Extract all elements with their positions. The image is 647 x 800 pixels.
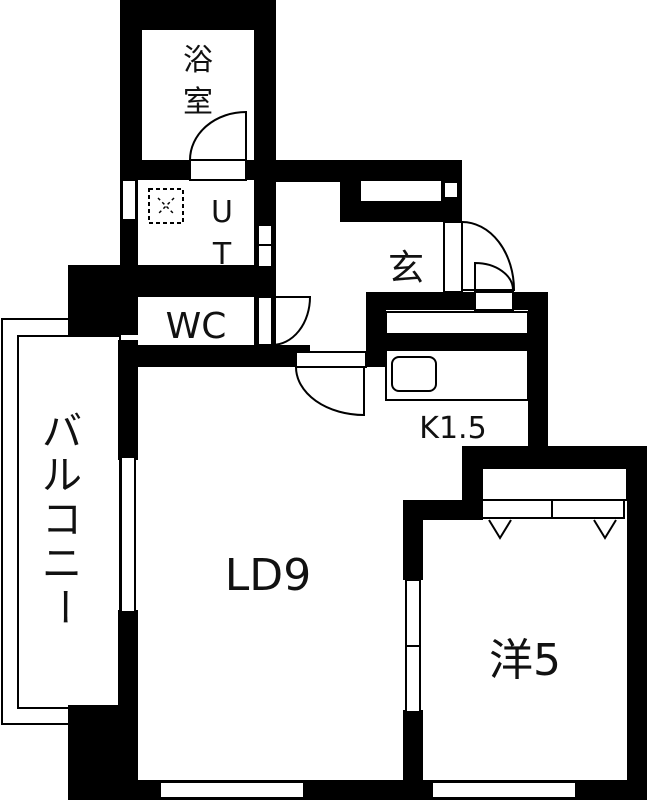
entrance-label: 玄	[388, 248, 424, 289]
living-dining-label: LD9	[225, 550, 311, 601]
balcony-label-char: ー	[39, 587, 85, 627]
entrance-step	[443, 221, 463, 293]
toilet-area	[138, 297, 254, 345]
closet-hinge-left-icon	[488, 519, 512, 540]
bathroom-label-2: 室	[183, 85, 213, 120]
western-bottom-window	[431, 781, 577, 799]
balcony-label-char: ニ	[42, 541, 82, 587]
utility-label-u: U	[211, 195, 233, 230]
toilet-door-swing	[271, 296, 312, 346]
closet-hinge-right-icon	[593, 519, 617, 540]
bathroom-door-opening	[189, 159, 247, 181]
shoe-cabinet	[359, 179, 443, 203]
western-room-area	[423, 520, 627, 780]
washing-machine-pan-icon	[148, 188, 184, 224]
western-room-label: 洋5	[489, 635, 561, 686]
sink-icon	[391, 356, 437, 392]
closet-door-left	[481, 499, 553, 519]
utility-label-t: T	[212, 237, 232, 272]
fixtures	[120, 110, 628, 799]
utility-sliding-door	[257, 244, 273, 268]
bathroom-area	[142, 30, 254, 160]
living-door-swing	[295, 366, 365, 417]
balcony-label-char: バ	[42, 409, 82, 455]
balcony-window	[120, 456, 136, 613]
balcony-label-char: ル	[42, 453, 82, 499]
shoe-cabinet-door	[443, 181, 459, 199]
front-door-swing	[461, 221, 516, 291]
bathroom-label-1: 浴	[183, 43, 213, 78]
utility-window	[121, 179, 137, 221]
kitchen-upper-cabinet	[385, 311, 529, 335]
western-room-sliding-door	[405, 645, 421, 713]
living-bottom-window	[159, 781, 305, 799]
bathroom-door-swing	[189, 110, 247, 161]
balcony-label-char: コ	[42, 497, 82, 543]
hallway-top	[276, 182, 340, 222]
front-door-opening	[474, 291, 514, 311]
living-dining-area	[138, 367, 403, 780]
toilet-label: WC	[166, 306, 227, 347]
closet-door-right	[551, 499, 625, 519]
toilet-door-opening	[257, 296, 273, 346]
closet-shelf	[481, 467, 628, 501]
hallway	[276, 222, 366, 345]
utility-area	[138, 180, 254, 265]
kitchen-label: K1.5	[419, 411, 486, 446]
